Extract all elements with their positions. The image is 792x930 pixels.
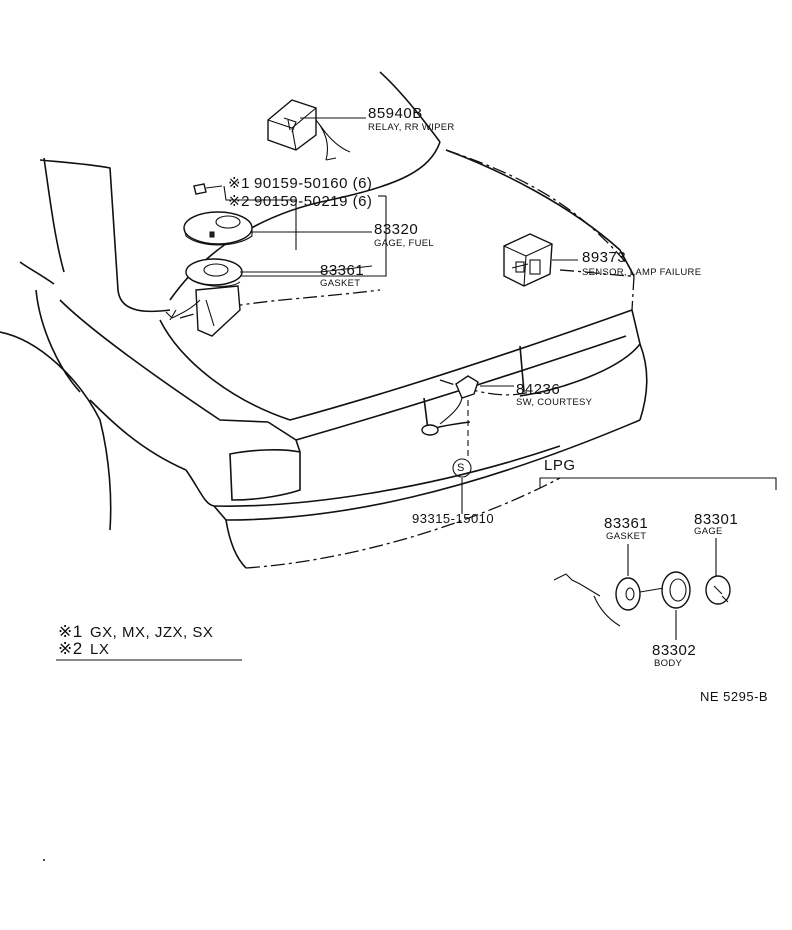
screw-part [193, 183, 223, 195]
lpg-body-description: BODY [654, 658, 683, 669]
lpg-gasket-description: GASKET [606, 531, 647, 542]
switch-description: SW, COURTESY [516, 397, 593, 408]
relay-part-number: 85940B [368, 105, 423, 122]
gage-fuel-part-number: 83320 [374, 221, 419, 238]
note2-mark: ※2 [58, 639, 83, 658]
bolt-part-number: 93315-15010 [412, 511, 495, 526]
gasket-description: GASKET [320, 278, 361, 289]
sensor-lamp-failure-part [503, 233, 553, 287]
note1-mark: ※1 [58, 622, 83, 641]
lpg-title: LPG [544, 457, 576, 474]
lpg-gage-part-number: 83301 [694, 511, 739, 528]
figure-code: NE 5295-B [700, 689, 769, 704]
gage-fuel-part [183, 211, 253, 246]
screw1-part-number: 90159-50160 (6) [254, 175, 373, 192]
lpg-gage-description: GAGE [694, 526, 723, 537]
lpg-bracket [539, 477, 777, 490]
screw1-mark: ※1 [228, 175, 250, 192]
lpg-gasket-part-number: 83361 [604, 515, 649, 532]
corner-dot [43, 859, 45, 861]
gage-fuel-description: GAGE, FUEL [374, 238, 435, 249]
sensor-part-number: 89373 [582, 249, 627, 266]
gasket-part [185, 258, 243, 287]
switch-part-number: 84236 [516, 381, 561, 398]
car-body-outline [0, 71, 648, 569]
screw2-mark: ※2 [228, 193, 250, 210]
leader-lines [223, 117, 578, 514]
sender-unit-part [165, 285, 241, 337]
sw-courtesy-part [421, 375, 479, 436]
relay-rr-wiper-part [267, 99, 351, 161]
gasket-part-number: 83361 [320, 262, 365, 279]
standard-mark [452, 458, 472, 478]
sensor-description: SENSOR, LAMP FAILURE [582, 267, 702, 278]
note2-text: LX [90, 641, 110, 658]
lpg-body-part-number: 83302 [652, 642, 697, 659]
note1-text: GX, MX, JZX, SX [90, 624, 214, 641]
relay-description: RELAY, RR WIPER [368, 122, 455, 133]
lpg-parts [553, 538, 731, 640]
standard-mark-letter: S [457, 462, 465, 474]
screw2-part-number: 90159-50219 (6) [254, 193, 373, 210]
